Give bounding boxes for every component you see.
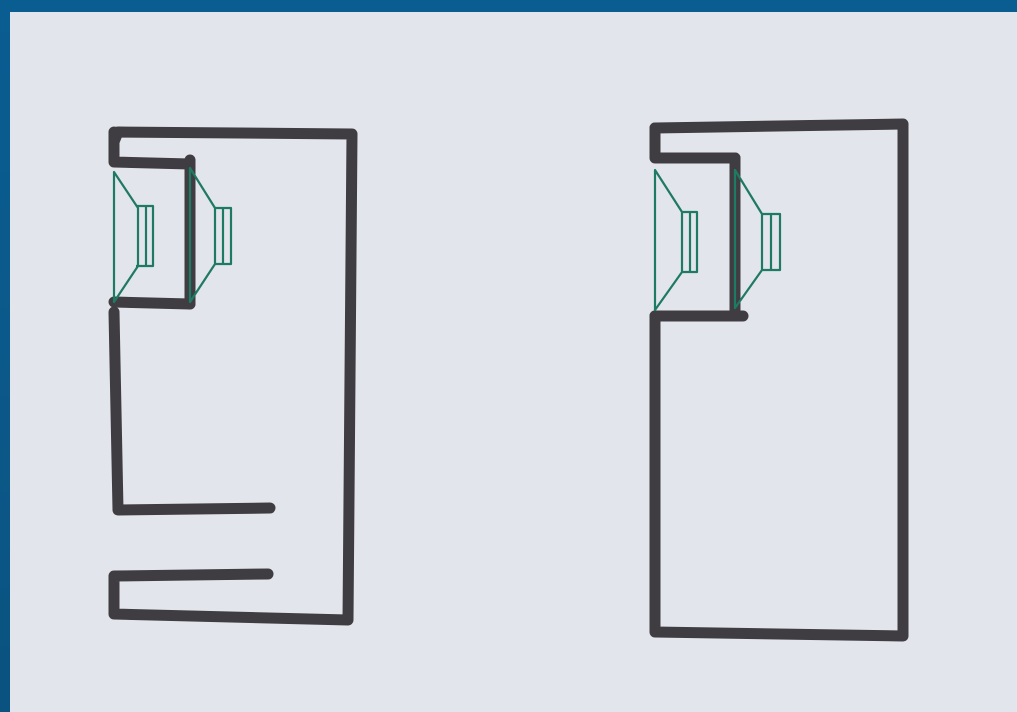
ported-enclosure-driver-chamber-bottom [108, 296, 196, 310]
sealed-enclosure-outer-wall [649, 118, 909, 642]
ported-enclosure [108, 126, 358, 626]
ported-enclosure-driver-1-icon [112, 170, 155, 304]
sealed-enclosure [649, 118, 909, 642]
ported-enclosure-driver-chamber-top [108, 126, 196, 170]
paper-sheet [10, 12, 1017, 712]
sealed-enclosure-driver-chamber-top [649, 122, 741, 164]
sealed-enclosure-driver-1-icon [653, 168, 699, 312]
sealed-enclosure-driver-2-icon [733, 168, 782, 310]
enclosure-diagram [108, 118, 909, 642]
ported-enclosure-driver-2-icon [188, 166, 233, 304]
